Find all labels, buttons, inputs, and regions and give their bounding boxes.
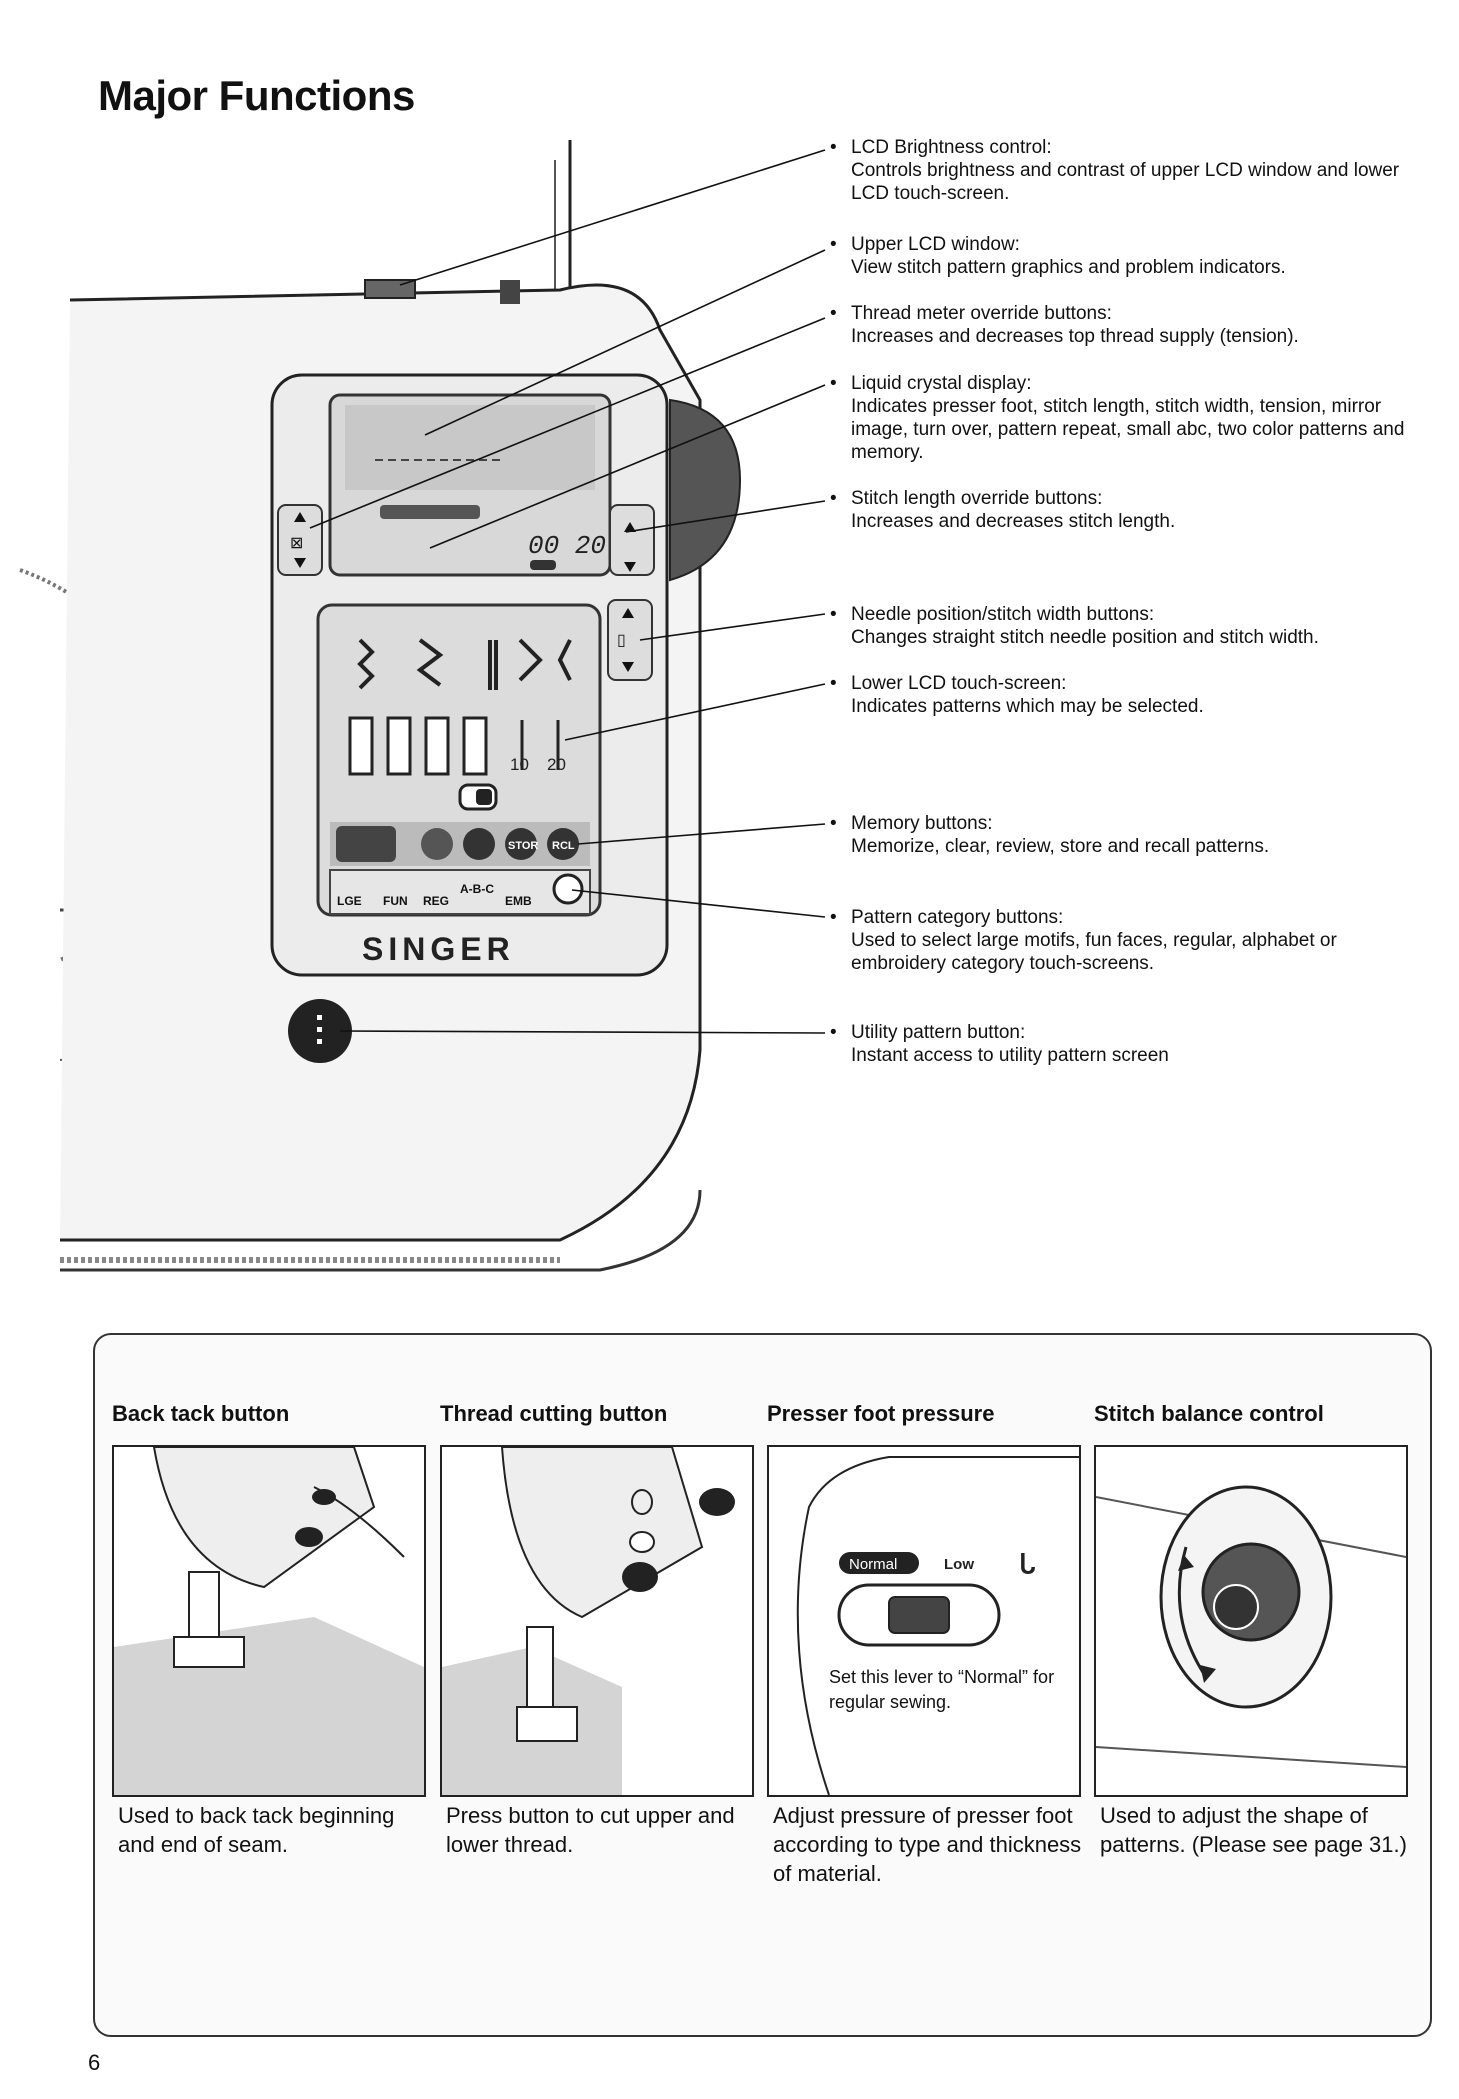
back-tack-illustration (112, 1445, 426, 1797)
callout-head: Upper LCD window: (851, 234, 1020, 255)
callout-head: Memory buttons: (851, 813, 993, 834)
lower-lcd-tick-10: 10 (510, 755, 529, 774)
callout-stitch-length: • Stitch length override buttons: Increa… (820, 487, 1430, 533)
upper-lcd-readout: 00 20 (528, 531, 606, 561)
callout-upper-lcd: • Upper LCD window: View stitch pattern … (820, 233, 1430, 279)
feature-description: Adjust pressure of presser foot accordin… (773, 1803, 1082, 1886)
lever-label-low: Low (944, 1556, 974, 1573)
callout-head: Liquid crystal display: (851, 373, 1032, 394)
callout-head: Thread meter override buttons: (851, 303, 1112, 324)
callout-desc: View stitch pattern graphics and problem… (851, 257, 1286, 278)
lever-label-normal: Normal (849, 1556, 897, 1573)
thread-cutting-illustration (440, 1445, 754, 1797)
presser-foot-illustration: Normal Low ᒐ Set this lever to “Normal” … (767, 1445, 1081, 1797)
callout-desc: Changes straight stitch needle position … (851, 627, 1319, 648)
callout-memory-buttons: • Memory buttons: Memorize, clear, revie… (820, 812, 1430, 858)
callout-lower-lcd: • Lower LCD touch-screen: Indicates patt… (820, 672, 1430, 718)
callout-head: Lower LCD touch-screen: (851, 673, 1067, 694)
page-number: 6 (88, 2050, 101, 2075)
svg-text:▯: ▯ (617, 632, 626, 649)
callout-desc: Memorize, clear, review, store and recal… (851, 836, 1270, 857)
lever-note: Set this lever to “Normal” for regular s… (829, 1667, 1055, 1712)
feature-title: Back tack button (112, 1401, 290, 1426)
feature-description: Used to back tack beginning and end of s… (118, 1803, 395, 1857)
sewing-machine-illustration: 00 20 ⊠ ▯ 10 20 STOR RCL LGE FUN (19, 140, 826, 1272)
feature-description: Press button to cut upper and lower thre… (446, 1803, 735, 1857)
callout-desc: Increases and decreases stitch length. (851, 511, 1176, 532)
callout-liquid-crystal-display: • Liquid crystal display: Indicates pres… (820, 372, 1430, 464)
category-label-reg: REG (423, 894, 449, 908)
callout-thread-meter: • Thread meter override buttons: Increas… (820, 302, 1430, 348)
callout-desc: Increases and decreases top thread suppl… (851, 326, 1299, 347)
callout-lcd-brightness: • LCD Brightness control: Controls brigh… (820, 136, 1430, 205)
callout-desc: Indicates patterns which may be selected… (851, 696, 1204, 717)
category-label-abc: A-B-C (460, 882, 494, 896)
callout-needle-position: • Needle position/stitch width buttons: … (820, 603, 1430, 649)
page-title: Major Functions (98, 72, 415, 119)
callout-desc: Instant access to utility pattern screen (851, 1045, 1169, 1066)
callout-head: Needle position/stitch width buttons: (851, 604, 1155, 625)
feature-title: Presser foot pressure (767, 1401, 995, 1426)
svg-text:ᒐ: ᒐ (1019, 1549, 1035, 1579)
category-label-fun: FUN (383, 894, 408, 908)
callout-desc: Indicates presser foot, stitch length, s… (851, 396, 1405, 463)
callout-utility-pattern: • Utility pattern button: Instant access… (820, 1021, 1430, 1067)
feature-title: Stitch balance control (1094, 1401, 1324, 1426)
svg-text:⊠: ⊠ (290, 535, 303, 552)
callout-head: Utility pattern button: (851, 1022, 1026, 1043)
callout-pattern-category: • Pattern category buttons: Used to sele… (820, 906, 1430, 975)
feature-title: Thread cutting button (440, 1401, 668, 1426)
callout-desc: Controls brightness and contrast of uppe… (851, 160, 1400, 204)
lower-lcd-tick-20: 20 (547, 755, 566, 774)
callout-head: Stitch length override buttons: (851, 488, 1103, 509)
category-label-lge: LGE (337, 894, 362, 908)
feature-description: Used to adjust the shape of patterns. (P… (1100, 1803, 1407, 1857)
brand-logo: SINGER (362, 931, 515, 967)
callout-head: LCD Brightness control: (851, 137, 1052, 158)
stitch-balance-illustration (1094, 1445, 1408, 1797)
memory-label-rcl: RCL (552, 840, 575, 852)
category-label-emb: EMB (505, 894, 532, 908)
memory-label-stor: STOR (508, 840, 538, 852)
callout-desc: Used to select large motifs, fun faces, … (851, 930, 1337, 974)
callout-head: Pattern category buttons: (851, 907, 1064, 928)
feature-box: Back tack button Used to back tack begin… (93, 1333, 1432, 2037)
